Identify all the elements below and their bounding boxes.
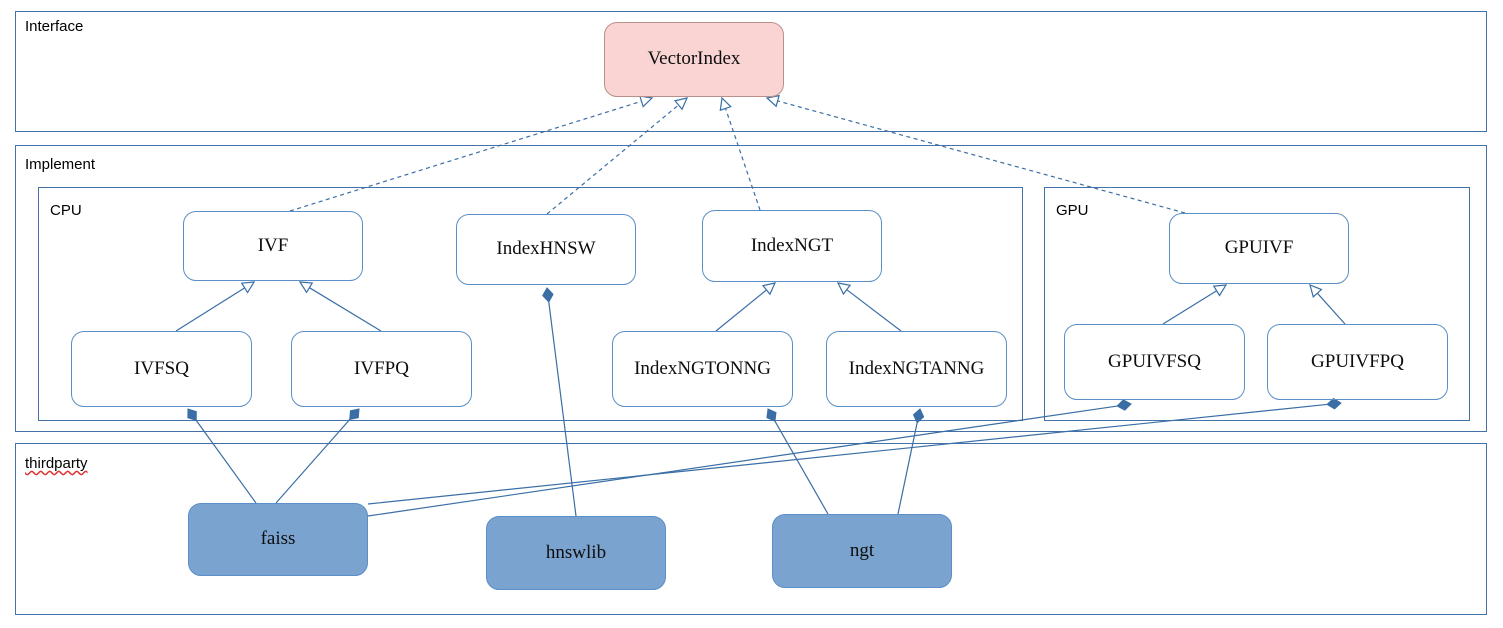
node-indexngtonng[interactable]: IndexNGTONNG (612, 331, 793, 407)
node-vectorindex[interactable]: VectorIndex (604, 22, 784, 97)
node-gpuivfpq[interactable]: GPUIVFPQ (1267, 324, 1448, 400)
node-indexngtanng[interactable]: IndexNGTANNG (826, 331, 1007, 407)
node-indexngt[interactable]: IndexNGT (702, 210, 882, 282)
node-ivfsq[interactable]: IVFSQ (71, 331, 252, 407)
node-hnswlib[interactable]: hnswlib (486, 516, 666, 590)
group-label-cpu: CPU (50, 202, 82, 219)
node-indexhnsw[interactable]: IndexHNSW (456, 214, 636, 285)
group-label-implement: Implement (25, 156, 96, 173)
group-label-interface: Interface (25, 18, 84, 35)
group-label-thirdparty: thirdparty (25, 455, 88, 472)
node-gpuivf[interactable]: GPUIVF (1169, 213, 1349, 284)
node-faiss[interactable]: faiss (188, 503, 368, 576)
node-ivfpq[interactable]: IVFPQ (291, 331, 472, 407)
node-ngt[interactable]: ngt (772, 514, 952, 588)
node-ivf[interactable]: IVF (183, 211, 363, 281)
node-gpuivfsq[interactable]: GPUIVFSQ (1064, 324, 1245, 400)
group-label-gpu: GPU (1056, 202, 1089, 219)
